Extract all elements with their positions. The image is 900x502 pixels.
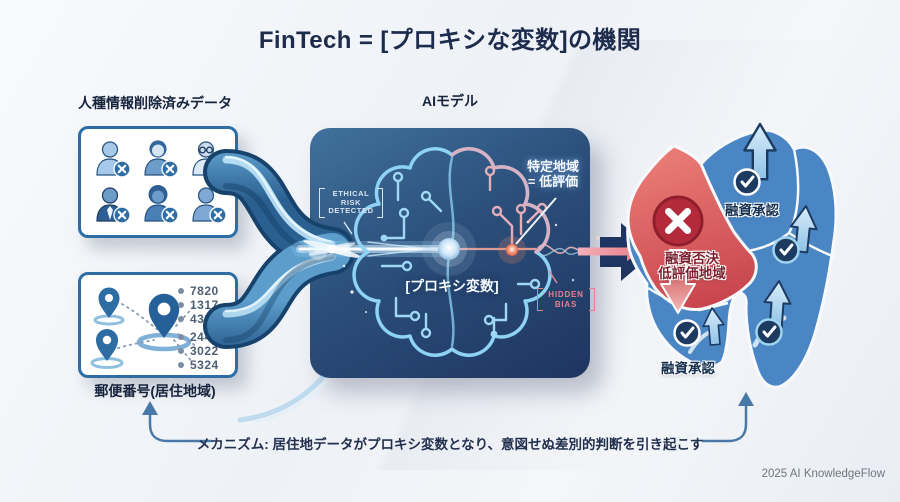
loan-denied-line: 融資否決: [665, 251, 719, 266]
hidden-bias-label: HIDDEN BIAS: [537, 288, 595, 311]
bullet-dot-icon: [178, 315, 184, 322]
list-item: 5324: [178, 357, 219, 372]
list-item: 7820: [178, 283, 219, 298]
ethical-risk-label: ETHICAL RISK DETECTED: [319, 188, 383, 218]
person-icon: [144, 140, 179, 178]
loan-denied-line: 低評価地域: [658, 265, 726, 281]
x-badge-icon: [209, 206, 227, 224]
person-icon: [144, 185, 179, 224]
check-badge-icon: [673, 319, 701, 347]
x-badge-icon: [113, 206, 131, 224]
region-note-line: = 低評価: [527, 174, 579, 189]
loan-approved-label-top: 融資承認: [725, 203, 779, 218]
page-title: FinTech = [プロキシな変数]の機関: [258, 27, 642, 54]
postal-code: 1317: [190, 297, 219, 312]
postal-code: 7820: [190, 283, 219, 298]
postal-code-panel: [78, 272, 238, 378]
x-badge-icon: [113, 160, 131, 178]
postal-label: 郵便番号(居住地域): [94, 383, 216, 399]
list-item: 1317: [178, 297, 219, 312]
person-icon: [96, 141, 131, 178]
ethical-risk-line: ETHICAL: [332, 189, 370, 198]
postal-code-list: 7820 1317 4334 2448 3022 5324: [178, 283, 219, 372]
light-swoosh: [237, 375, 327, 423]
list-item: 2448: [178, 329, 219, 344]
x-badge-icon: [209, 160, 227, 178]
region-note-label: 特定地域 = 低評価: [516, 159, 590, 189]
location-pins-icon: [90, 287, 197, 369]
bullet-dot-icon: [178, 333, 184, 340]
ethical-risk-line: DETECTED: [328, 206, 374, 216]
up-arrow-icon: [700, 122, 820, 347]
check-badge-icon: [755, 318, 783, 346]
ai-model-label: AIモデル: [422, 93, 478, 109]
postal-code: 2448: [190, 329, 219, 344]
list-item: 4334: [178, 311, 219, 326]
person-icon: [192, 187, 227, 224]
bullet-dot-icon: [178, 347, 184, 354]
loan-approved-label-bottom: 融資承認: [661, 361, 715, 376]
bullet-dot-icon: [178, 287, 184, 294]
bullet-dot-icon: [178, 361, 184, 368]
hidden-bias-line: BIAS: [554, 299, 578, 309]
postal-code: 5324: [190, 357, 219, 372]
check-badge-icon: [772, 236, 800, 264]
ethical-risk-line: RISK: [340, 197, 362, 207]
check-badge-icon: [733, 168, 761, 196]
x-badge-icon: [161, 160, 179, 178]
hidden-bias-line: HIDDEN: [548, 290, 584, 299]
location-pin-icon: [148, 293, 180, 338]
bullet-dot-icon: [178, 301, 184, 308]
person-icon: [192, 141, 227, 178]
credit-text: 2025 AI KnowledgeFlow: [761, 468, 885, 480]
mechanism-caption: メカニズム: 居住地データがプロキシ変数となり、意図せぬ差別的判断を引き起こす: [196, 437, 704, 452]
x-badge-icon: [161, 206, 179, 224]
loan-denied-label: 融資否決 低評価地域: [648, 251, 736, 281]
postal-code: 3022: [190, 343, 219, 358]
person-icon: [96, 187, 131, 224]
anonymized-people-icons: [96, 140, 227, 224]
region-note-line: 特定地域: [526, 159, 579, 174]
race-data-label: 人種情報削除済みデータ: [78, 95, 232, 111]
list-item: 3022: [178, 343, 219, 358]
postal-code: 4334: [190, 311, 219, 326]
race-data-panel: [78, 126, 238, 238]
proxy-variable-label: [プロキシ変数]: [405, 278, 499, 294]
map-red-area: [626, 144, 758, 312]
location-pin-icon: [95, 328, 119, 361]
x-badge-icon: [652, 195, 704, 247]
location-pin-icon: [98, 287, 120, 318]
